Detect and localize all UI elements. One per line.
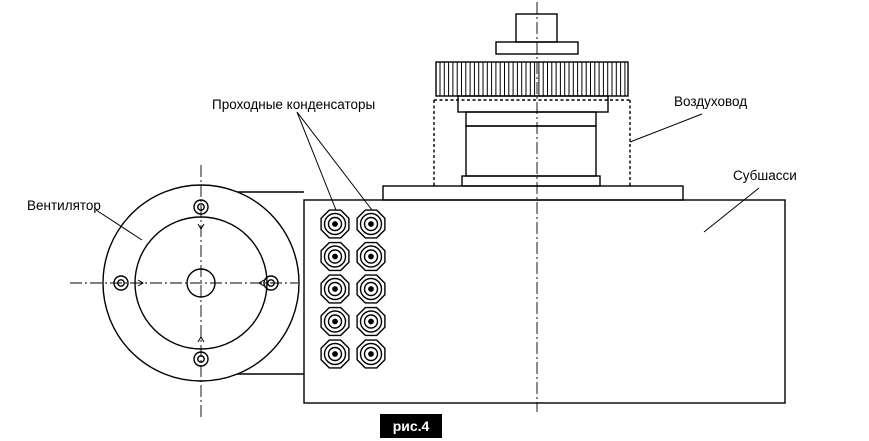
feedthrough-capacitor: [320, 241, 350, 272]
capacitor-grid: [320, 209, 386, 369]
tube-assembly: [382, 13, 684, 201]
feedthrough-capacitor: [320, 339, 350, 369]
feedthrough-capacitor: [320, 274, 350, 304]
feedthrough-capacitor: [320, 209, 350, 239]
leader-lines: [95, 111, 760, 241]
label-air-duct: Воздуховод: [674, 94, 747, 109]
label-feedthrough-capacitors: Проходные конденсаторы: [212, 97, 375, 112]
feedthrough-capacitor: [356, 306, 386, 337]
feedthrough-capacitor: [320, 306, 350, 337]
tube-neck: [465, 111, 597, 127]
figure-caption-bg: [380, 414, 442, 438]
air-duct-outline: [433, 99, 631, 186]
feedthrough-capacitor: [356, 339, 386, 369]
tube-body: [465, 125, 597, 177]
feedthrough-capacitor: [356, 209, 386, 239]
air-duct-leader: [629, 113, 703, 143]
fan-leader: [95, 209, 143, 241]
capacitor-leader-right: [296, 111, 373, 211]
tube-anode-stem: [515, 13, 558, 43]
radiator-lower-band: [457, 95, 609, 113]
sub-chassis-box: [303, 199, 786, 404]
radiator-fin-lines: [439, 62, 626, 96]
capacitor-leader-left: [296, 111, 337, 211]
feedthrough-capacitor: [356, 274, 386, 304]
label-fan: Вентилятор: [27, 198, 101, 213]
tube-socket: [461, 175, 601, 187]
sub-chassis-leader: [703, 187, 760, 233]
tube-base-plate: [382, 185, 684, 201]
figure-caption: рис.4: [393, 418, 430, 434]
feedthrough-capacitor: [356, 241, 386, 272]
center-lines: [70, 2, 538, 418]
label-sub-chassis: Субшасси: [733, 168, 797, 183]
